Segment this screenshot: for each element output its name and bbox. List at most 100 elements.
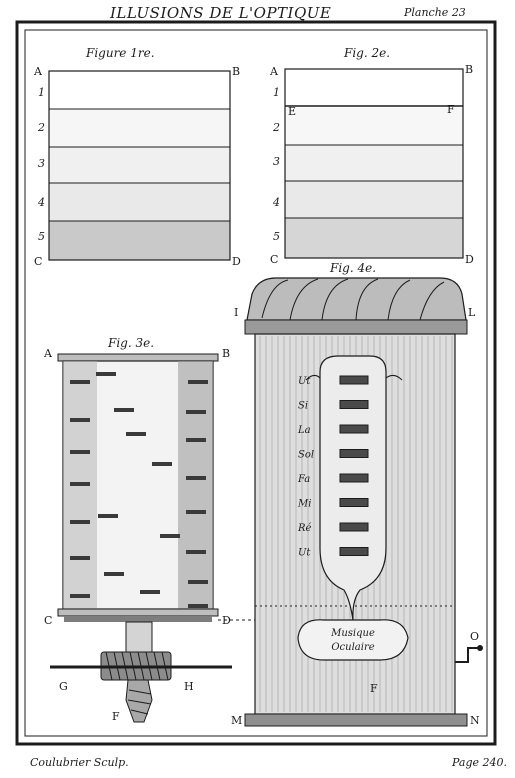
fig1-band-label: 2 — [37, 121, 45, 134]
fig4-label-o: O — [470, 630, 479, 643]
note-window — [339, 473, 369, 483]
fig3-top-rim — [57, 353, 219, 362]
drum-mark — [96, 372, 116, 376]
fig3-marks — [70, 372, 208, 608]
fig3-base — [64, 616, 212, 622]
drum-mark — [70, 450, 90, 454]
drum-mark — [186, 510, 206, 514]
fig4-cornice — [244, 319, 468, 335]
fig2-corner-a: A — [269, 65, 279, 78]
fig2-band-label: 4 — [272, 196, 280, 209]
fig3-caption: Fig. 3e. — [107, 336, 154, 350]
drum-mark — [188, 380, 208, 384]
fig2-band-label: 5 — [273, 230, 280, 243]
note-label: Fa — [297, 474, 310, 485]
fig2-corner-d: D — [465, 253, 474, 266]
inner-border — [24, 29, 488, 737]
fig2-band-label: 3 — [273, 155, 280, 168]
note-window — [339, 522, 369, 532]
fig1-corner-d: D — [232, 255, 241, 268]
note-label: Ut — [298, 376, 311, 387]
note-label: Sol — [298, 450, 314, 461]
fig1-corner-c: C — [34, 255, 42, 268]
fig2-band-label: 1 — [273, 86, 280, 99]
note-label: La — [297, 425, 311, 436]
fig1-band-5 — [49, 221, 230, 260]
fig3-label-g: G — [59, 680, 68, 693]
fig4-plinth — [244, 713, 468, 727]
note-window — [339, 449, 369, 458]
fig3-corner-c: C — [44, 614, 52, 627]
fig1-band-label: 4 — [37, 196, 45, 209]
fig3-label-h: H — [184, 680, 194, 693]
fig1-frame — [48, 70, 231, 261]
drum-mark — [160, 534, 180, 538]
fig4-corner-l: L — [468, 306, 476, 319]
fig4-cartouche-line-2: Oculaire — [331, 642, 374, 653]
figure-3: Fig. 3e. A B C D G H F — [43, 336, 290, 723]
outer-border — [15, 20, 497, 746]
fig1-corner-a: A — [33, 65, 43, 78]
fig1-band-label: 5 — [38, 230, 45, 243]
fig2-band-2 — [285, 108, 463, 145]
plate-number: Planche 23 — [404, 6, 466, 19]
fig1-band-label: 3 — [38, 157, 45, 170]
fig1-corner-b: B — [232, 65, 240, 78]
fig2-band-4 — [285, 181, 463, 218]
fig1-band-1 — [49, 71, 230, 109]
fig3-bottom-rim — [57, 608, 219, 617]
drum-mark — [70, 418, 90, 422]
drum-mark — [186, 476, 206, 480]
fig3-worm-screw — [125, 679, 153, 723]
fig4-crank-handle — [455, 647, 480, 663]
fig4-caption: Fig. 4e. — [329, 261, 376, 275]
fig2-point-f: F — [447, 103, 455, 116]
drum-mark — [70, 482, 90, 486]
fig3-corner-b: B — [222, 347, 230, 360]
drum-mark — [70, 520, 90, 524]
drum-mark — [140, 590, 160, 594]
drum-mark — [186, 410, 206, 414]
fig1-band-label: 1 — [38, 86, 45, 99]
fig2-frame — [284, 68, 464, 259]
fig1-band-4 — [49, 183, 230, 221]
fig2-band-5 — [285, 218, 463, 258]
fig2-caption: Fig. 2e. — [343, 46, 390, 60]
fig2-corner-b: B — [465, 63, 473, 76]
drum-mark — [152, 462, 172, 466]
drum-mark — [114, 408, 134, 412]
fig4-label-f: F — [370, 682, 378, 695]
fig3-corner-a: A — [43, 347, 53, 360]
note-label: Ré — [297, 523, 312, 534]
note-label: Ut — [298, 548, 311, 559]
drum-mark — [70, 380, 90, 384]
drum-mark — [186, 438, 206, 442]
note-window — [339, 547, 369, 556]
fig1-caption: Figure 1re. — [85, 46, 155, 60]
fig2-band-1 — [285, 69, 463, 108]
figure-2: Fig. 2e. A B C D E F 1 2 3 4 5 — [269, 46, 474, 266]
plate-title: ILLUSIONS DE L'OPTIQUE — [110, 4, 332, 22]
fig3-shade-right — [178, 361, 213, 609]
fig3-shaft — [125, 621, 153, 653]
fig4-corner-n: N — [470, 714, 480, 727]
note-label: Si — [298, 401, 308, 412]
drum-mark — [186, 550, 206, 554]
note-window — [339, 400, 369, 409]
fig4-note-windows — [339, 375, 369, 556]
fig4-corner-m: M — [231, 714, 242, 727]
engraver-credit: Coulubrier Sculp. — [30, 756, 129, 769]
fig1-band-2 — [49, 109, 230, 147]
fig3-label-f: F — [112, 710, 120, 723]
fig4-corner-i: I — [234, 306, 238, 319]
note-label: Mi — [297, 499, 311, 510]
fig2-point-e: E — [288, 105, 296, 118]
fig4-roof — [246, 277, 467, 321]
fig4-roof-ribs — [261, 278, 445, 321]
drum-mark — [104, 572, 124, 576]
fig1-band-3 — [49, 147, 230, 183]
drum-mark — [188, 580, 208, 584]
note-window — [339, 375, 369, 385]
